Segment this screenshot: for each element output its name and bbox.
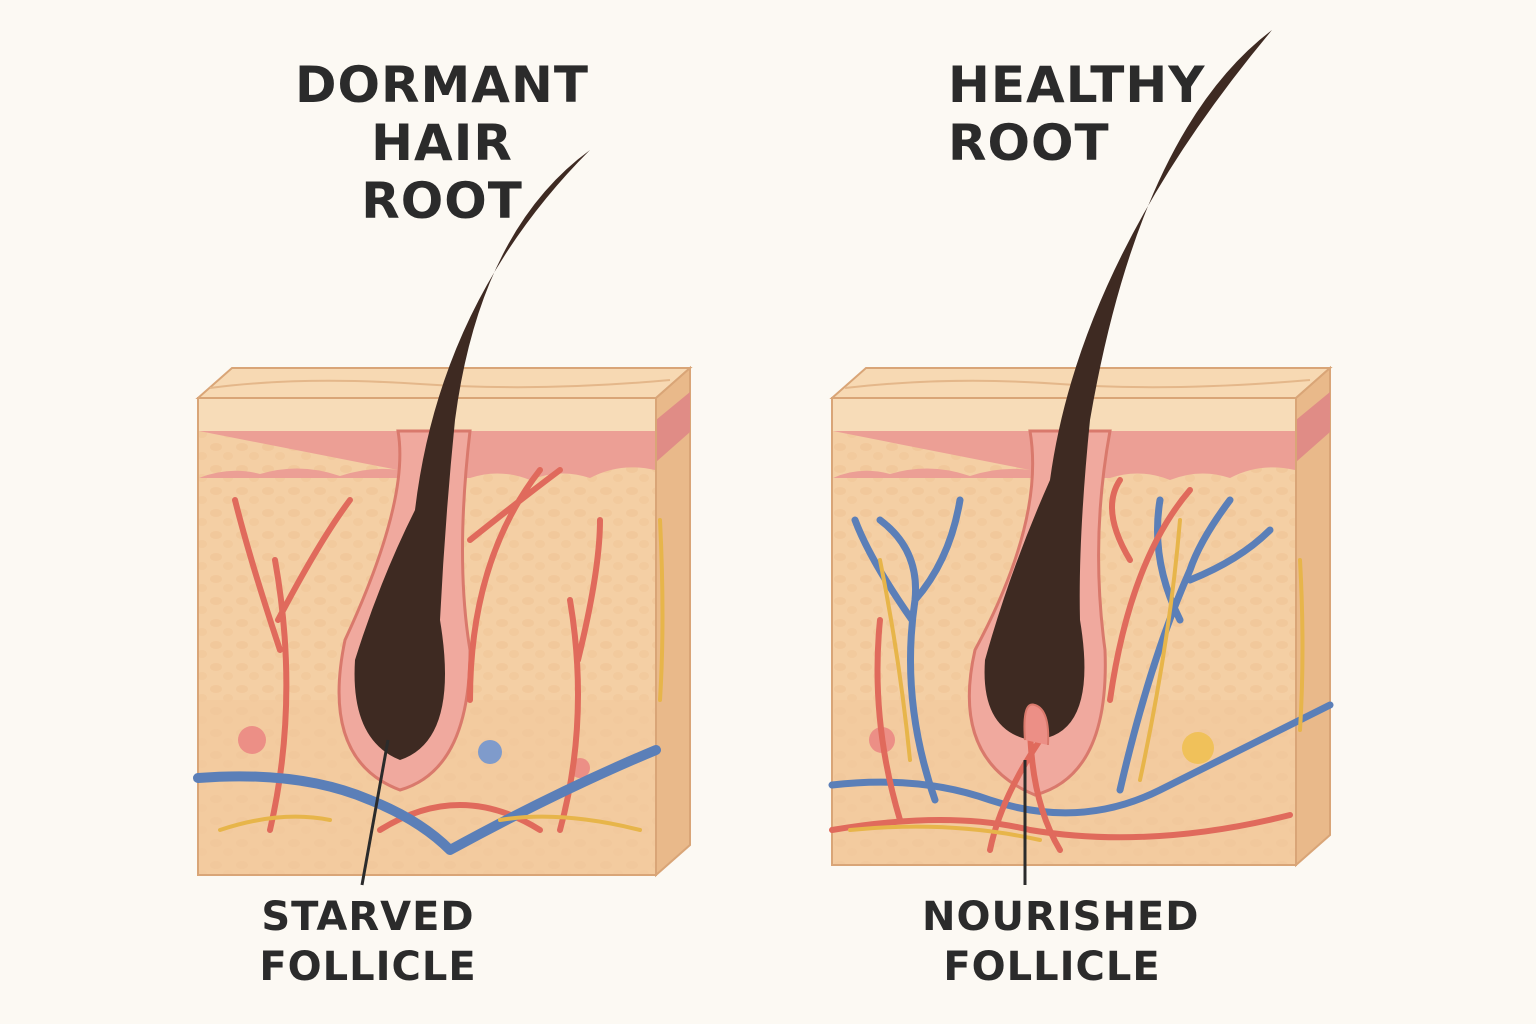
arteries <box>829 477 1293 853</box>
vein <box>193 745 661 855</box>
leader-line-starved <box>360 739 390 886</box>
fat-cell-pink <box>238 726 266 754</box>
caption-nourished-follicle: NOURISHED FOLLICLE <box>922 892 1198 992</box>
title-line: HEALTHY <box>948 56 1206 114</box>
title-line: ROOT <box>948 114 1110 172</box>
hair-shaft-healthy <box>984 30 1272 740</box>
skin-block-healthy <box>828 30 1334 885</box>
caption-line: FOLLICLE <box>259 944 477 990</box>
nerves <box>848 518 1305 842</box>
title-healthy-root: HEALTHY ROOT <box>948 56 1248 172</box>
title-dormant-hair-root: DORMANT HAIR ROOT <box>222 56 662 230</box>
skin-block-dormant <box>193 150 693 886</box>
caption-line: NOURISHED <box>922 894 1200 940</box>
dermal-papilla <box>1023 703 1050 746</box>
fat-cell-yellow <box>1182 732 1214 764</box>
title-line: ROOT <box>361 172 523 230</box>
caption-line: FOLLICLE <box>943 944 1161 990</box>
nerve <box>218 518 665 832</box>
caption-line: STARVED <box>261 894 475 940</box>
caption-starved-follicle: STARVED FOLLICLE <box>258 892 478 992</box>
arteries <box>232 467 603 833</box>
hair-shaft-dormant <box>354 150 590 760</box>
veins <box>828 496 1334 817</box>
fat-cell-blue <box>478 740 502 764</box>
title-line: DORMANT HAIR <box>295 56 589 172</box>
